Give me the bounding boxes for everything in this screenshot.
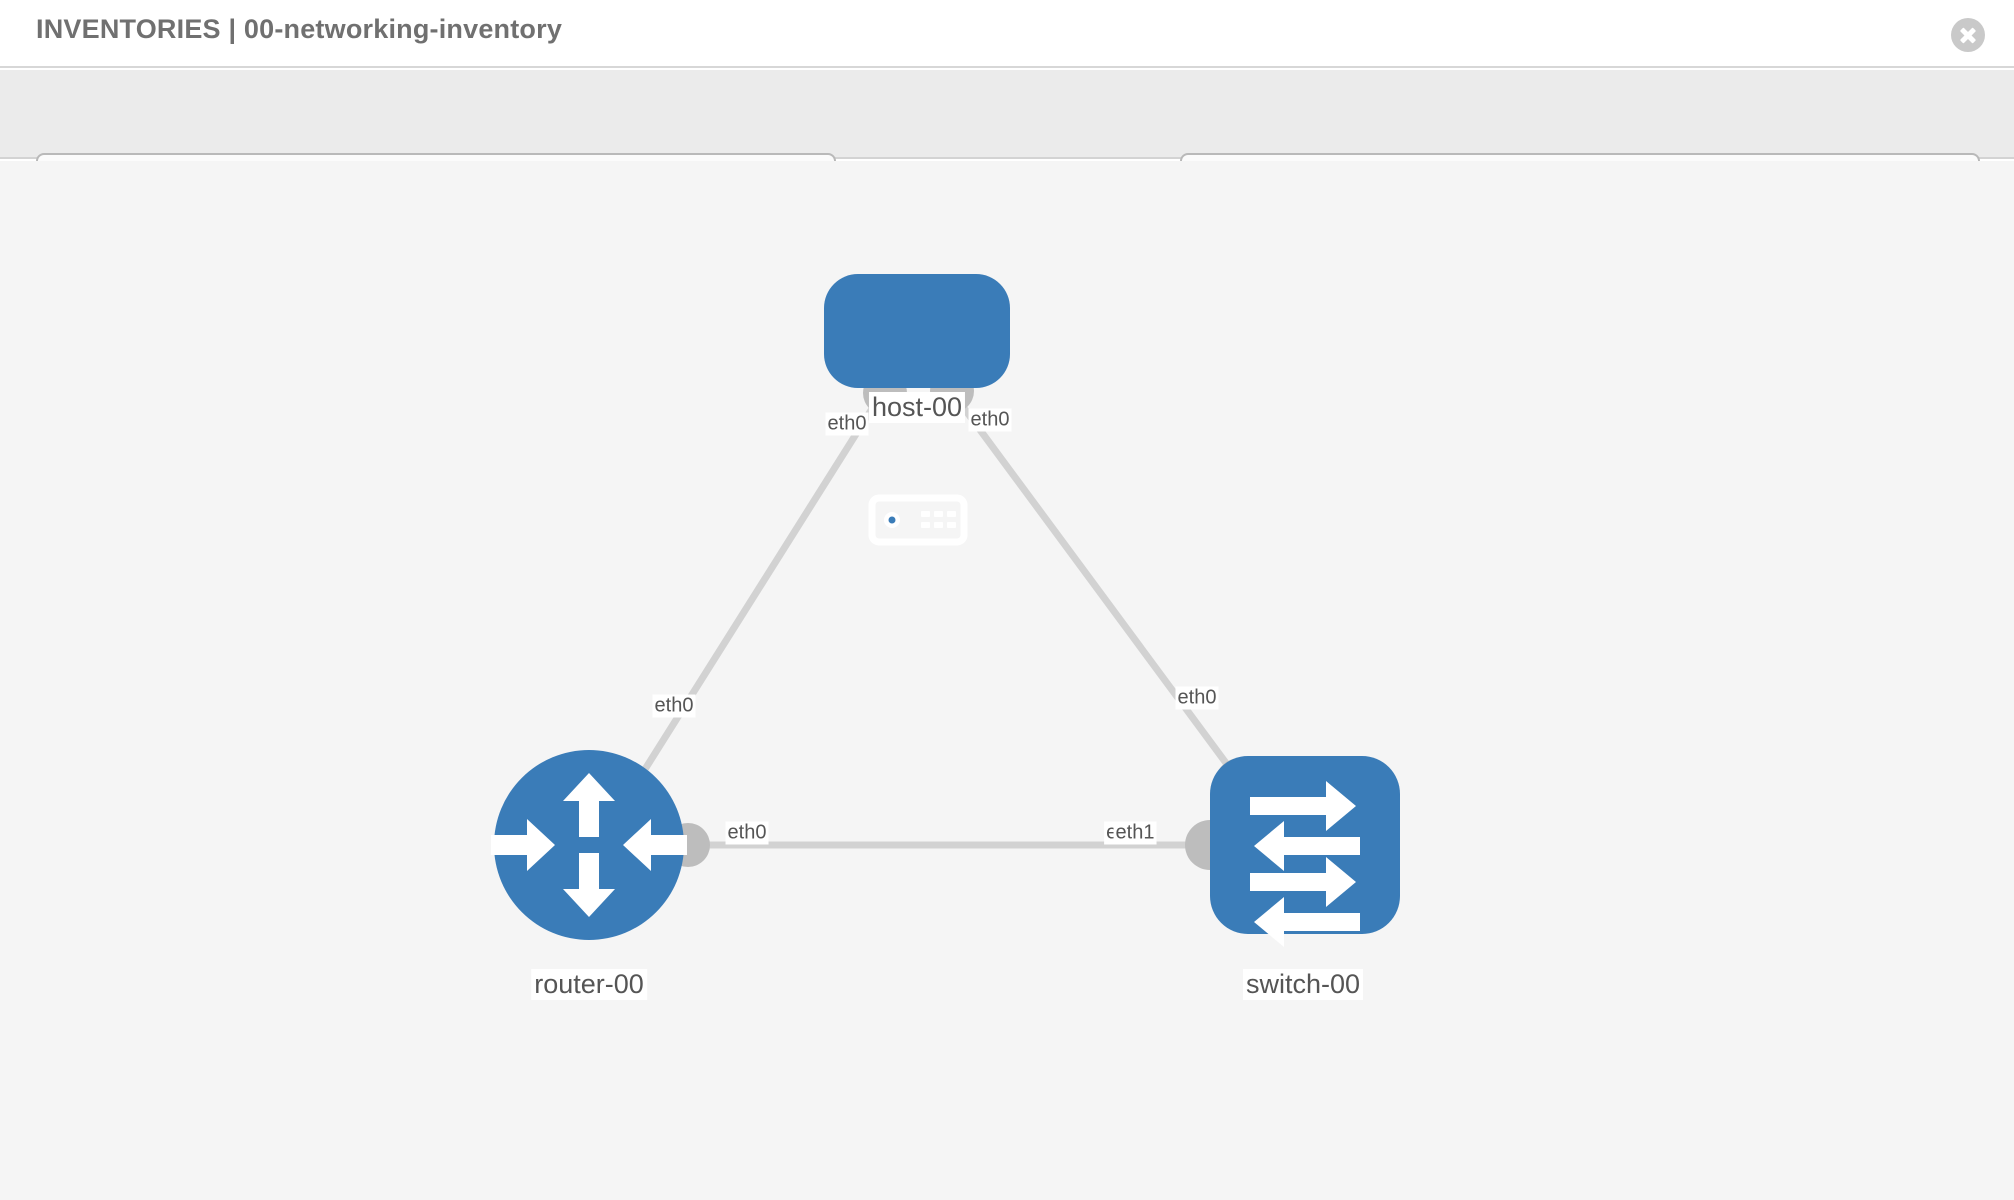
- node-label-switch: switch-00: [1242, 969, 1364, 1000]
- edge-host-router[interactable]: [622, 394, 883, 803]
- switch-arrows-icon: [1250, 781, 1360, 947]
- iface-label: eth0: [725, 821, 769, 845]
- edge-host-switch[interactable]: [952, 393, 1246, 789]
- node-host-shape[interactable]: [824, 274, 1010, 388]
- server-icon-details: [884, 511, 956, 528]
- page-header: INVENTORIES | 00-networking-inventory: [0, 0, 2014, 68]
- port-group: [666, 369, 1265, 870]
- page-title: INVENTORIES | 00-networking-inventory: [36, 14, 563, 44]
- toolbar: ACTIONS SEARCH: [0, 70, 2014, 208]
- node-router-00[interactable]: [491, 750, 687, 940]
- node-label-host: host-00: [868, 392, 966, 423]
- iface-label: eth0: [1175, 686, 1219, 710]
- iface-label: eth0: [968, 408, 1012, 432]
- iface-label: eth0: [825, 412, 869, 436]
- topology-graph: [491, 274, 1400, 947]
- node-label-router: router-00: [531, 969, 647, 1000]
- edge-group: [622, 393, 1246, 849]
- server-icon: [868, 494, 968, 546]
- node-router-shape[interactable]: [494, 750, 684, 940]
- topology-canvas[interactable]: host-00 router-00 switch-00 eth0 eth0 et…: [0, 161, 2014, 1200]
- close-icon[interactable]: [1951, 18, 1985, 52]
- node-host-00[interactable]: [824, 274, 1010, 546]
- iface-label: eth0: [652, 694, 696, 718]
- iface-label: eth1: [1113, 821, 1157, 845]
- router-arrows-icon: [491, 773, 687, 917]
- node-switch-00[interactable]: [1210, 756, 1400, 947]
